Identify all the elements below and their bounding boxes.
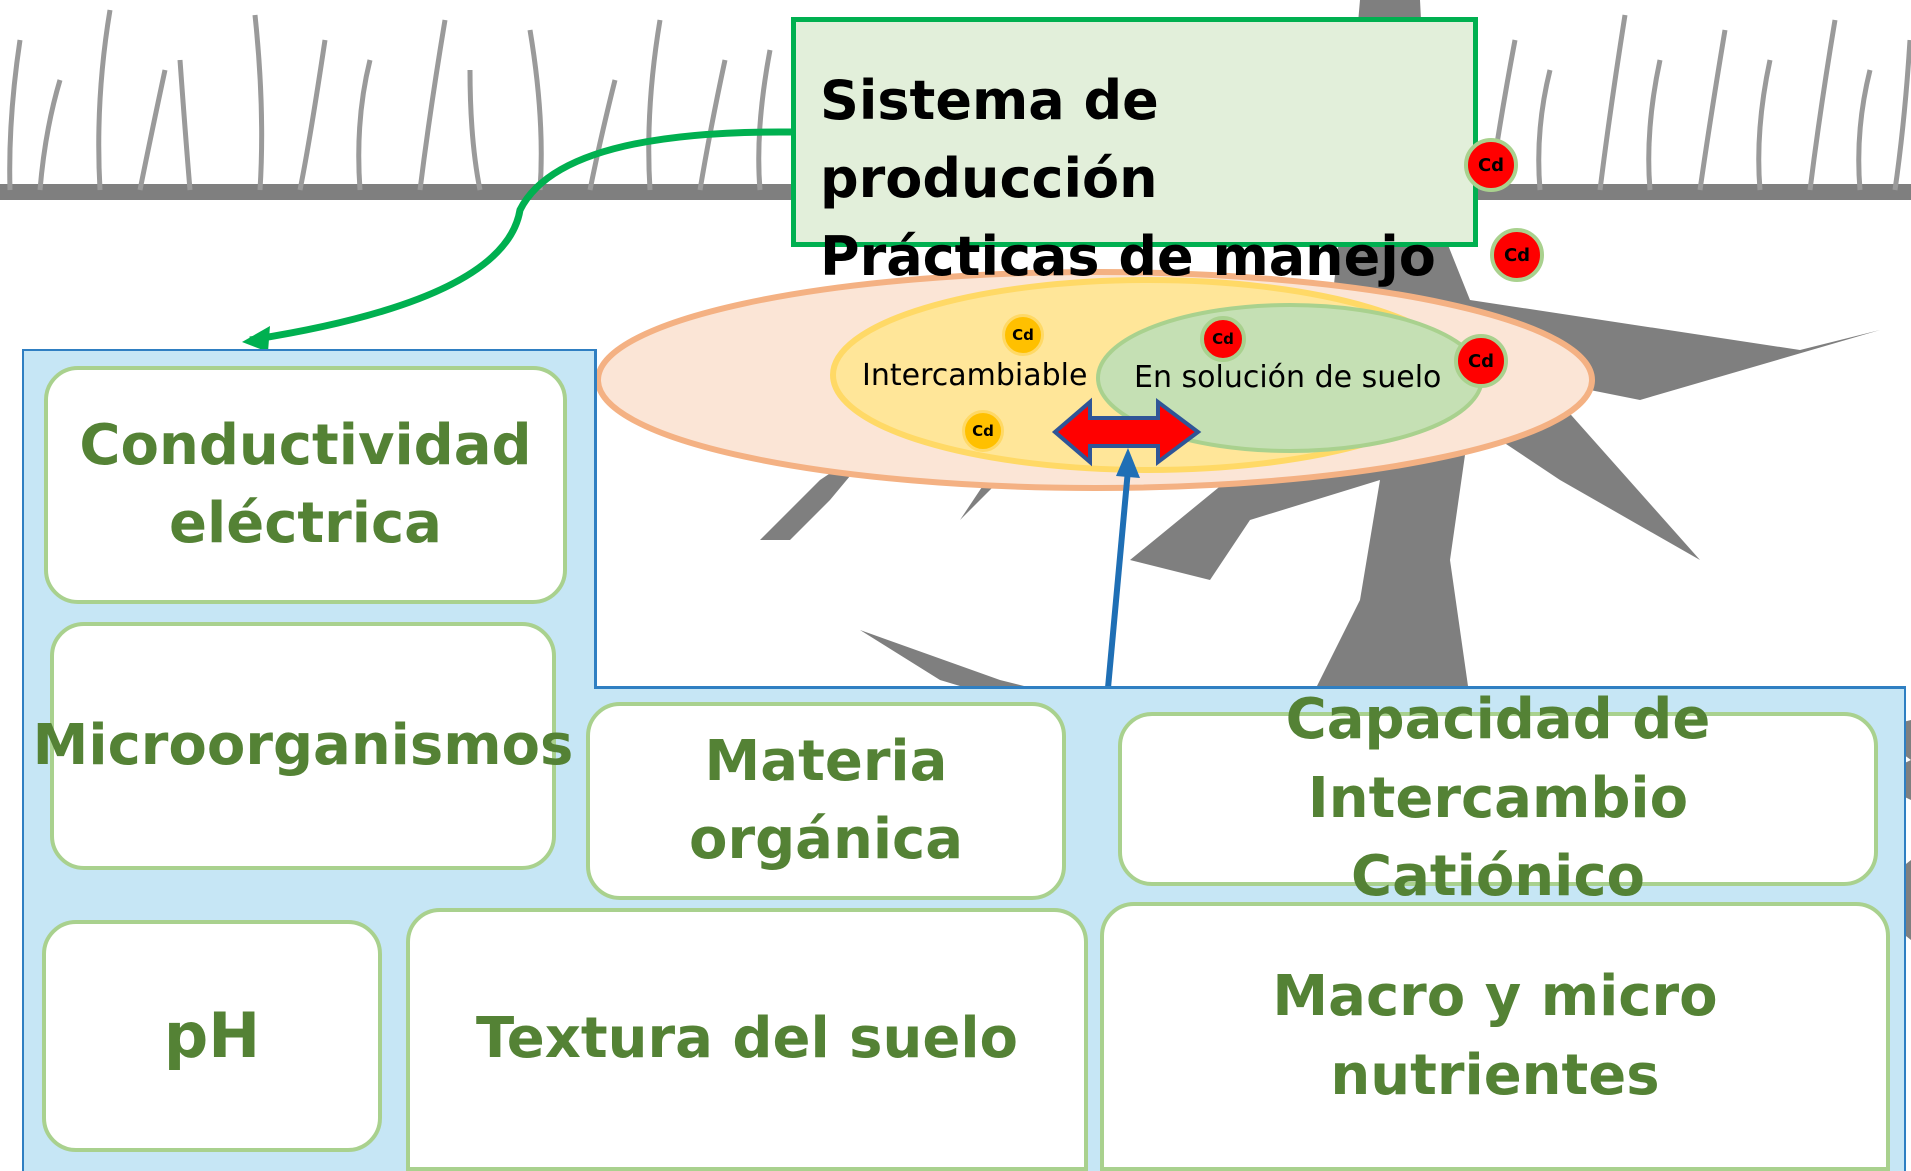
influence-arrow <box>1105 469 1131 689</box>
production-system-box: Sistema de producción Prácticas de manej… <box>791 17 1478 288</box>
factor-label: Macro y micro nutrientes <box>1272 964 1718 1108</box>
curved-arrow-icon <box>249 128 792 344</box>
factors-panel-edge-vertical <box>594 349 597 689</box>
factor-label: Capacidad de Intercambio Catiónico <box>1285 687 1711 910</box>
factor-cation-exchange-capacity: Capacidad de Intercambio Catiónico <box>1118 687 1878 909</box>
cd-marker: Cd <box>1200 316 1246 362</box>
grass-icon <box>7 9 1911 191</box>
factor-organic-matter: Materia orgánica <box>586 702 1066 900</box>
factor-label: Conductividad eléctrica <box>79 412 532 556</box>
influence-arrowhead <box>1116 448 1140 478</box>
factor-ph: pH <box>42 920 382 1152</box>
factor-label: Microorganismos <box>32 712 574 778</box>
factor-label: pH <box>163 998 261 1072</box>
exchangeable-label: Intercambiable <box>862 358 1088 393</box>
cd-marker: Cd <box>1002 314 1044 356</box>
factor-macro-micro-nutrients: Macro y micro nutrientes <box>1100 902 1890 1171</box>
cd-marker: Cd <box>1490 228 1544 282</box>
cd-marker: Cd <box>1454 334 1508 388</box>
factor-electrical-conductivity: Conductividad eléctrica <box>44 366 567 604</box>
double-arrow-icon <box>1051 397 1202 467</box>
factors-panel-edge <box>596 686 1906 689</box>
cd-marker: Cd <box>1464 138 1518 192</box>
title-line-1: Sistema de producción <box>820 69 1159 210</box>
factor-label: Textura del suelo <box>475 1006 1018 1072</box>
factor-soil-texture: Textura del suelo <box>406 908 1088 1171</box>
soil-solution-label: En solución de suelo <box>1134 360 1442 395</box>
cd-marker: Cd <box>962 410 1004 452</box>
title-line-2: Prácticas de manejo <box>820 225 1436 288</box>
curved-arrow-head <box>242 326 270 352</box>
factor-microorganisms: Microorganismos <box>33 622 573 870</box>
factor-label: Materia orgánica <box>688 728 963 872</box>
